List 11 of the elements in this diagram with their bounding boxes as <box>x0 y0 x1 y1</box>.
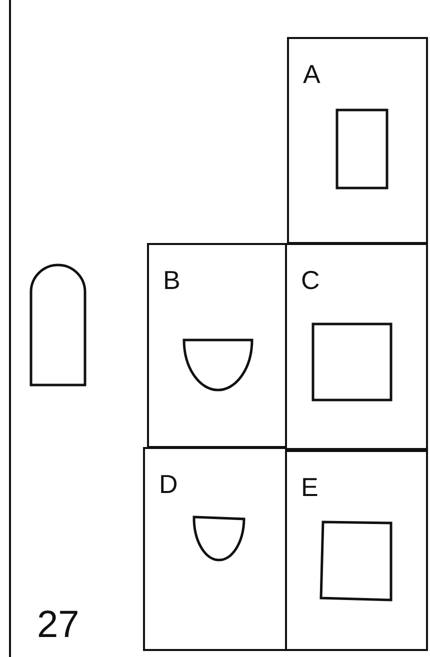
option-panel <box>287 37 428 244</box>
option-panel <box>143 447 287 651</box>
option-panel <box>147 243 287 448</box>
option-letter: B <box>163 267 180 293</box>
option-panel <box>285 450 428 651</box>
option-letter: E <box>301 474 318 500</box>
option-letter: D <box>159 471 178 497</box>
question-number: 27 <box>37 606 80 644</box>
option-letter: C <box>301 267 320 293</box>
option-panel <box>285 243 428 450</box>
option-letter: A <box>303 61 320 87</box>
